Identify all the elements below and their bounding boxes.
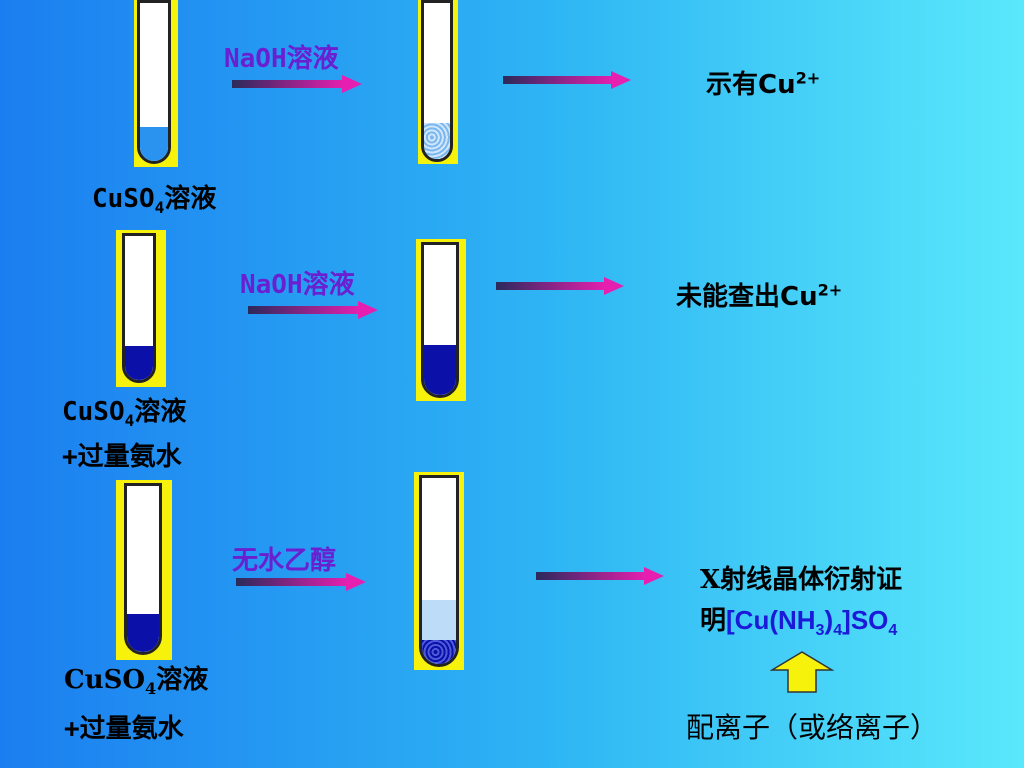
right-arrow-icon (503, 70, 631, 90)
solution-label-1: CuSO4溶液 (92, 184, 217, 218)
up-arrow-icon (769, 650, 835, 698)
right-arrow-icon (236, 572, 366, 592)
test-tube-3b (419, 475, 459, 667)
right-arrow-icon (248, 300, 378, 320)
test-tube-2b (421, 242, 459, 398)
bottom-note: 配离子（或络离子） (686, 711, 939, 744)
solution-label-3: CuSO4溶液 +过量氨水 (64, 665, 209, 745)
reagent-label-2: NaOH溶液 (240, 270, 355, 300)
result-text-1: 示有Cu2+ (706, 68, 821, 100)
complex-formula: [Cu(NH3)4]SO4 (726, 605, 898, 640)
precipitate (422, 640, 456, 664)
precipitate (424, 123, 450, 159)
dark-blue-solution (424, 345, 456, 395)
light-blue-solution (140, 127, 168, 161)
reagent-label-1: NaOH溶液 (224, 44, 339, 74)
dark-blue-solution (127, 614, 159, 652)
test-tube-3a (124, 483, 162, 655)
result-text-3: X射线晶体衍射证 明[Cu(NH3)4]SO4 (700, 565, 903, 640)
right-arrow-icon (232, 74, 362, 94)
dark-blue-solution (125, 346, 153, 380)
test-tube-2a (122, 233, 156, 383)
test-tube-1a (137, 0, 171, 164)
result-text-2: 未能查出Cu2+ (676, 280, 843, 312)
solution-label-2: CuSO4溶液 +过量氨水 (62, 397, 187, 473)
right-arrow-icon (536, 566, 664, 586)
right-arrow-icon (496, 276, 624, 296)
reagent-label-3: 无水乙醇 (232, 546, 337, 576)
test-tube-1b (421, 0, 453, 162)
